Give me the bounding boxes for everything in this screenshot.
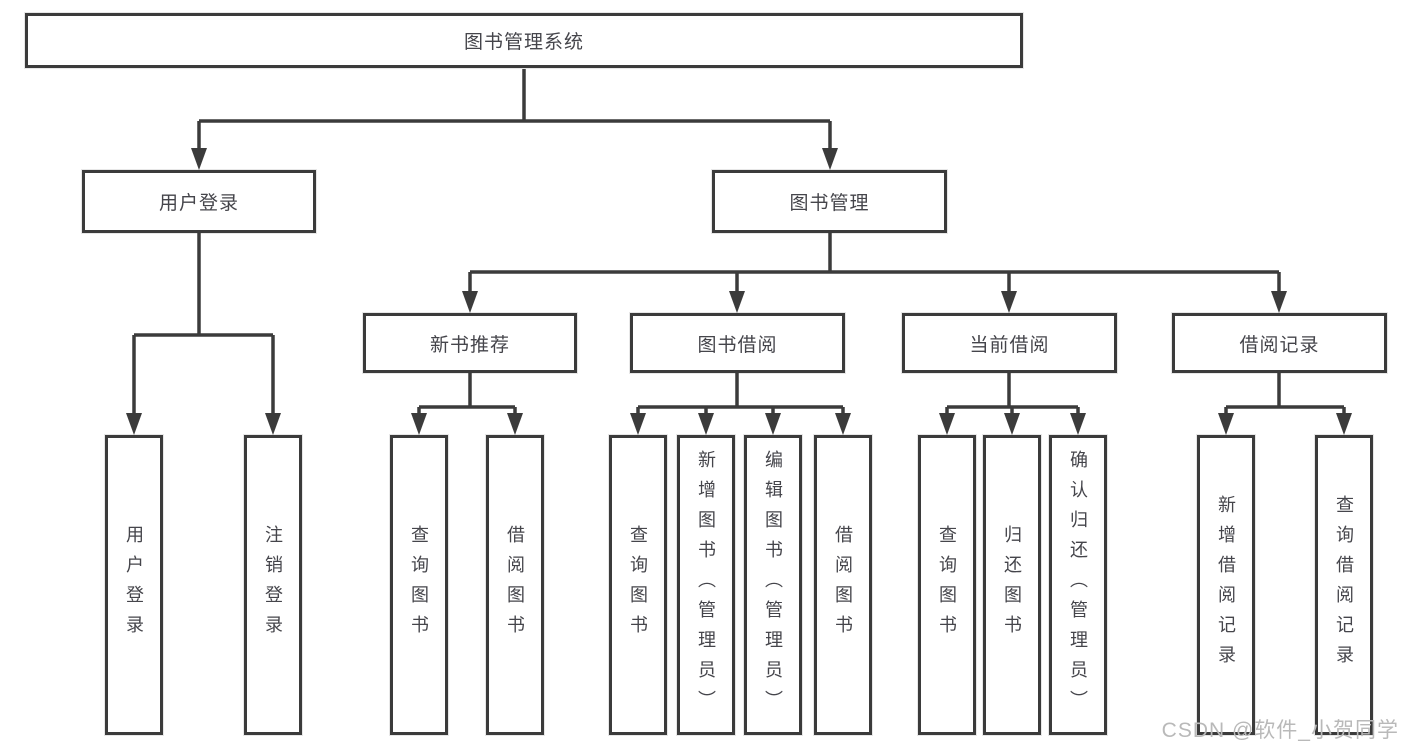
node-label: 注销登录 — [263, 525, 283, 645]
leaf-query-books-borrowing: 查询图书 — [609, 435, 667, 735]
leaf-edit-books-admin: 编辑图书（管理员） — [744, 435, 802, 735]
leaf-query-books-current: 查询图书 — [918, 435, 976, 735]
node-book-management: 图书管理 — [712, 170, 947, 233]
leaf-add-books-admin: 新增图书（管理员） — [677, 435, 735, 735]
node-borrowing-records: 借阅记录 — [1172, 313, 1387, 373]
node-label: 编辑图书（管理员） — [763, 450, 783, 720]
connector-borrow-record-to-leaves — [1218, 373, 1352, 435]
connector-book-borrow-to-leaves — [630, 373, 851, 435]
leaf-borrow-books-newbook: 借阅图书 — [486, 435, 544, 735]
node-label: 归还图书 — [1002, 525, 1022, 645]
leaf-borrow-books-borrowing: 借阅图书 — [814, 435, 872, 735]
connector-current-borrow-to-leaves — [939, 373, 1086, 435]
node-library-management-system: 图书管理系统 — [25, 13, 1023, 68]
leaf-return-books: 归还图书 — [983, 435, 1041, 735]
node-label: 借阅记录 — [1239, 334, 1320, 356]
node-label: 新书推荐 — [429, 334, 510, 356]
node-label: 用户登录 — [158, 193, 239, 214]
node-new-book-recommendation: 新书推荐 — [363, 313, 577, 373]
node-user-login: 用户登录 — [82, 170, 316, 233]
node-book-borrowing: 图书借阅 — [630, 313, 845, 373]
node-label: 查询图书 — [409, 525, 429, 645]
node-label: 图书管理 — [789, 193, 870, 214]
leaf-add-borrow-record: 新增借阅记录 — [1197, 435, 1255, 735]
connector-book-management-to-level3 — [462, 233, 1287, 313]
node-label: 查询图书 — [628, 525, 648, 645]
node-current-borrowing: 当前借阅 — [902, 313, 1117, 373]
leaf-user-login: 用户登录 — [105, 435, 163, 735]
connector-user-login-to-leaves — [126, 233, 281, 435]
connector-root-to-level2 — [191, 69, 838, 170]
node-label: 用户登录 — [124, 525, 144, 645]
node-label: 确认归还（管理员） — [1068, 450, 1088, 720]
node-label: 查询图书 — [937, 525, 957, 645]
connector-new-book-to-leaves — [411, 373, 523, 435]
node-label: 图书管理系统 — [463, 32, 584, 53]
node-label: 查询借阅记录 — [1334, 495, 1354, 675]
node-label: 借阅图书 — [505, 525, 525, 645]
node-label: 借阅图书 — [833, 525, 853, 645]
leaf-query-books-newbook: 查询图书 — [390, 435, 448, 735]
node-label: 新增借阅记录 — [1216, 495, 1236, 675]
node-label: 当前借阅 — [969, 334, 1050, 356]
leaf-confirm-return-admin: 确认归还（管理员） — [1049, 435, 1107, 735]
csdn-watermark: CSDN @软件_小贺同学 — [1161, 719, 1399, 742]
leaf-logout: 注销登录 — [244, 435, 302, 735]
leaf-query-borrow-record: 查询借阅记录 — [1315, 435, 1373, 735]
node-label: 新增图书（管理员） — [696, 450, 716, 720]
node-label: 图书借阅 — [697, 334, 778, 356]
